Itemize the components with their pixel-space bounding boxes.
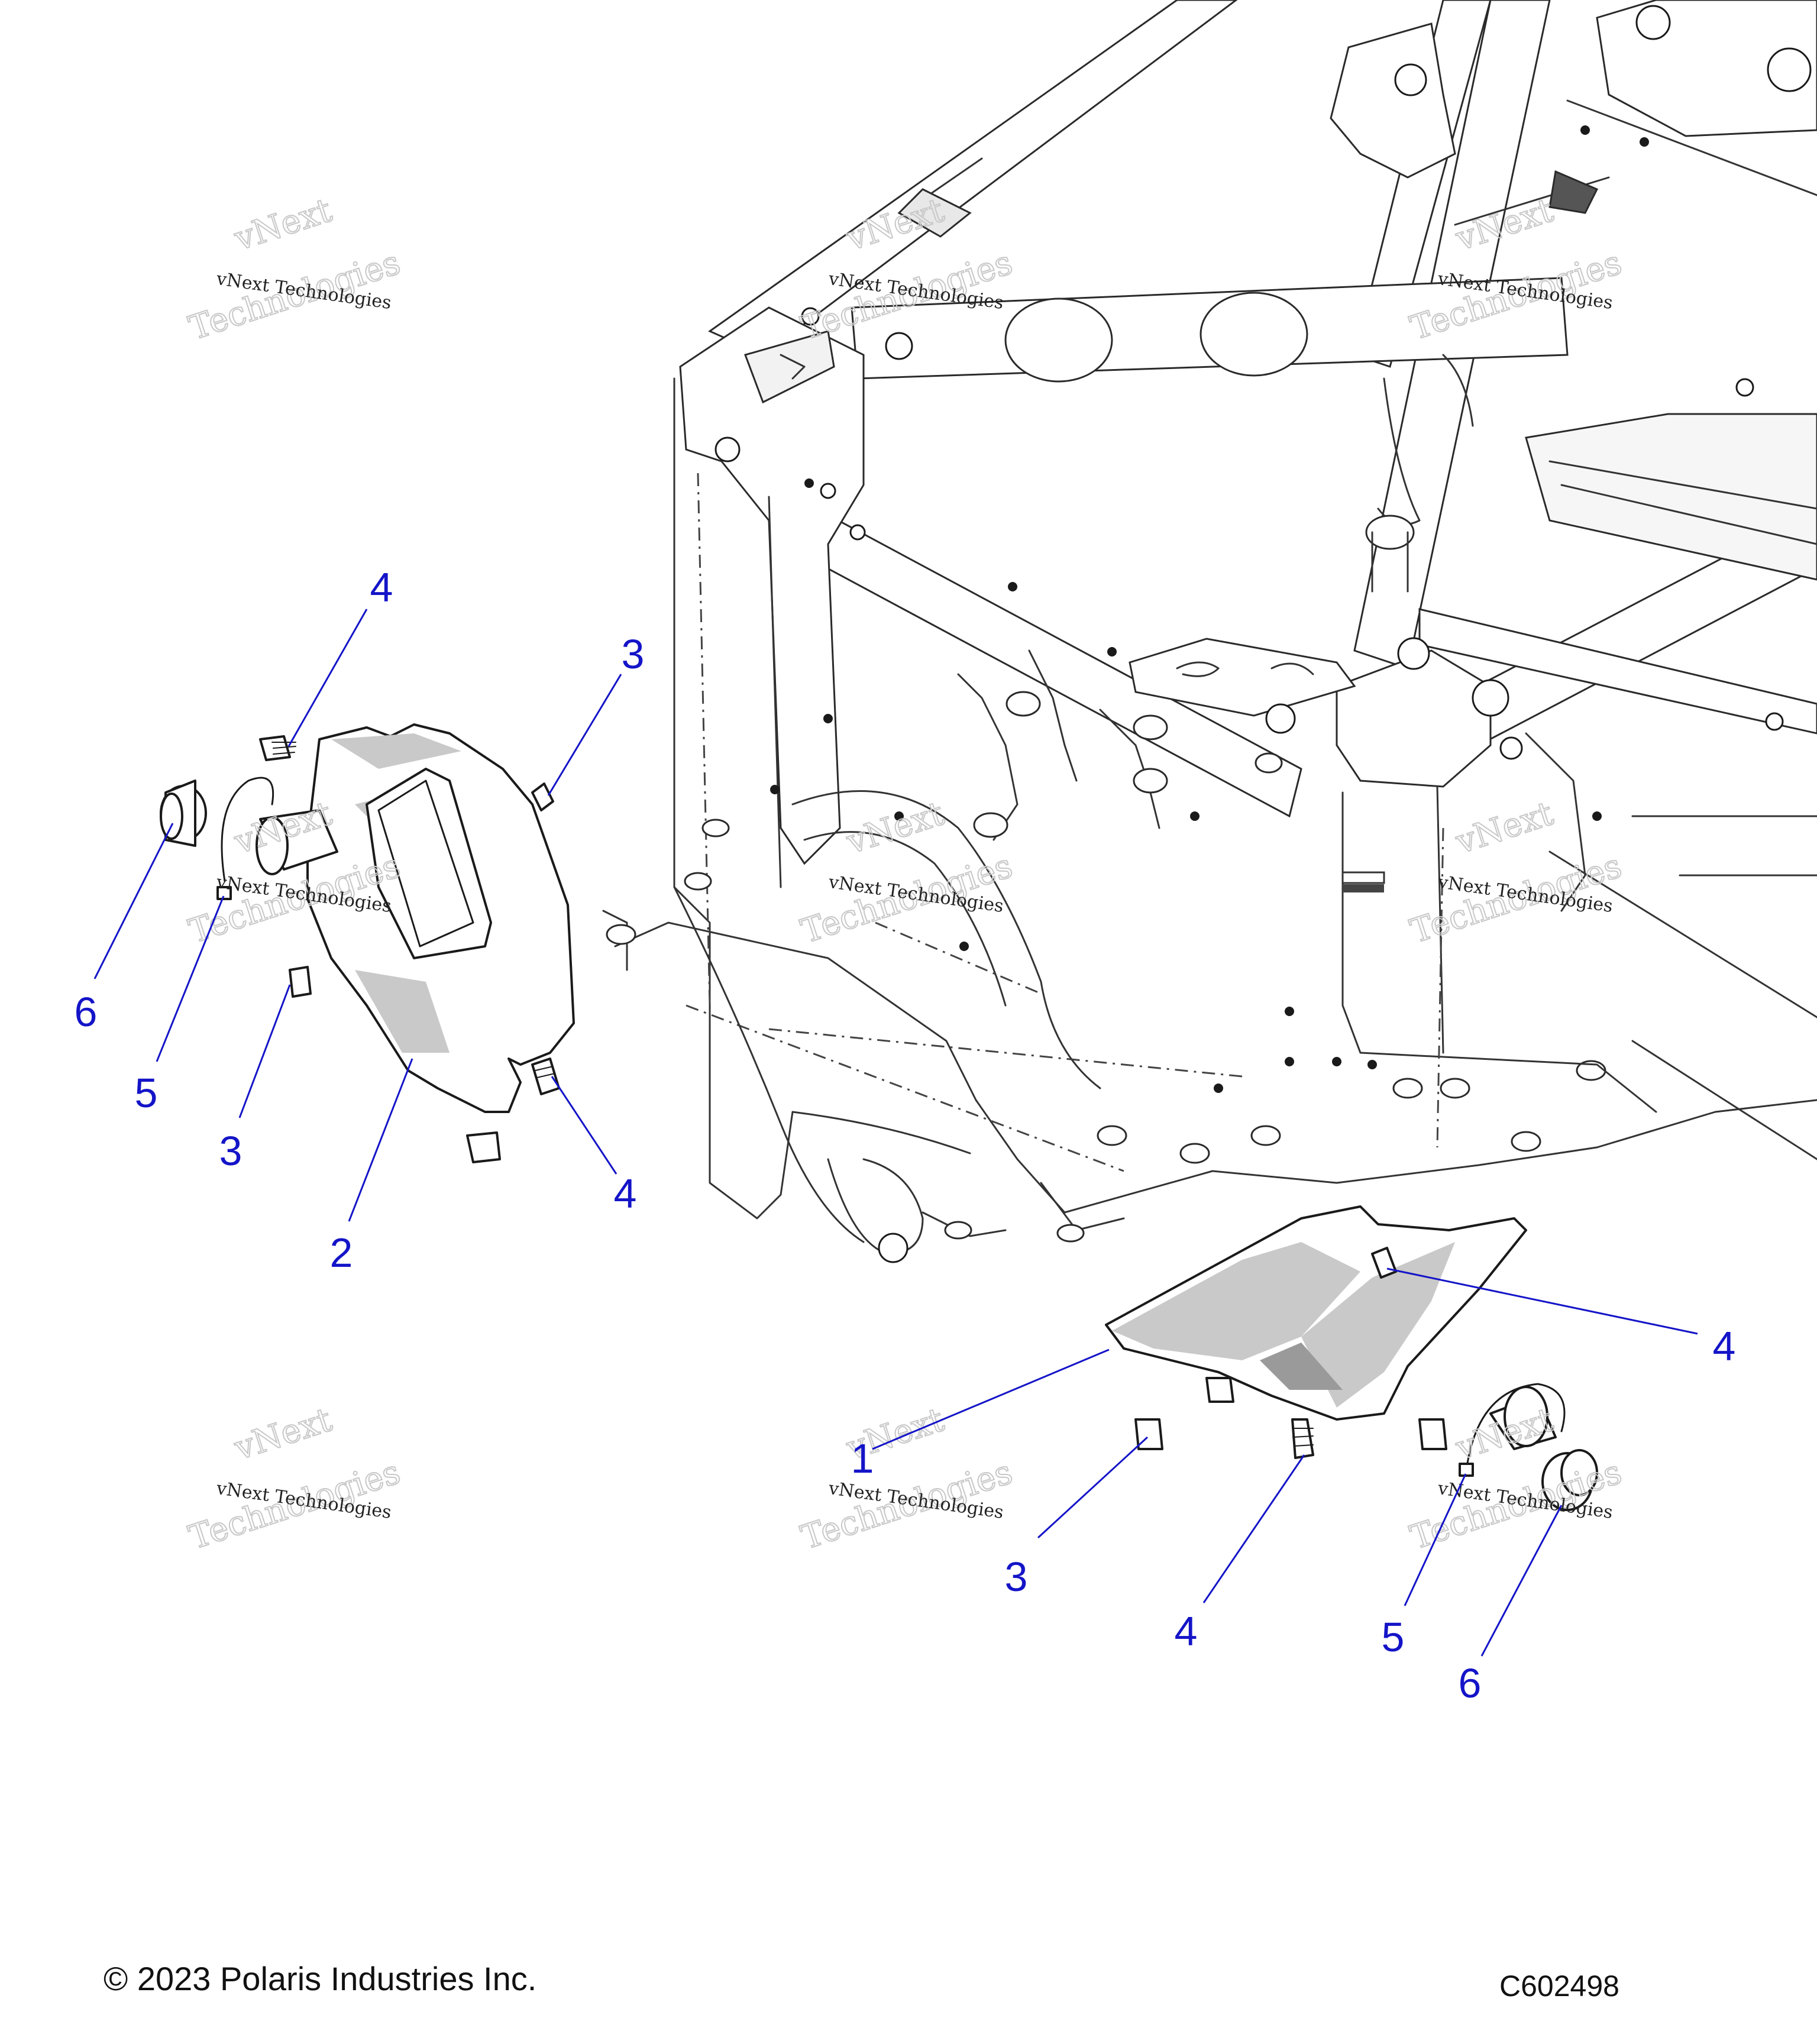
leader-4-left-top bbox=[287, 609, 368, 747]
leader-6-right bbox=[1480, 1505, 1563, 1657]
frame-rivets bbox=[770, 125, 1649, 1093]
callout-6-left: 6 bbox=[75, 989, 98, 1035]
left-fasteners bbox=[259, 735, 560, 1163]
leader-1 bbox=[872, 1348, 1110, 1450]
watermark-7: vNext Technologies vNext Technologies bbox=[184, 1400, 406, 1558]
drawing-code: C602498 bbox=[1499, 1969, 1619, 2003]
watermark-big-top: vNext bbox=[229, 1401, 337, 1468]
leader-4-right-top bbox=[1386, 1267, 1698, 1335]
leader-3-left-low bbox=[238, 984, 291, 1118]
frame-bosses bbox=[606, 691, 1606, 1243]
leader-2 bbox=[348, 1058, 413, 1222]
watermark-big-top: vNext bbox=[842, 794, 949, 862]
vehicle-frame-drawing bbox=[602, 0, 1817, 1263]
left-closeout-panel bbox=[160, 723, 575, 1163]
right-closeout-panel bbox=[1105, 1205, 1598, 1511]
callout-2: 2 bbox=[330, 1230, 353, 1276]
leader-3-left-top bbox=[547, 674, 622, 796]
leader-5-right bbox=[1404, 1473, 1467, 1606]
watermark-1: vNext Technologies vNext Technologies bbox=[184, 190, 406, 348]
callout-4-left-top: 4 bbox=[370, 564, 393, 610]
watermark-big-top: vNext bbox=[229, 191, 337, 258]
watermark-big-top: vNext bbox=[1451, 794, 1558, 862]
callout-4-right-top: 4 bbox=[1713, 1323, 1736, 1369]
callout-5-left: 5 bbox=[135, 1070, 158, 1116]
leader-3-right bbox=[1037, 1436, 1149, 1539]
leader-5-left bbox=[156, 895, 225, 1062]
copyright-text: © 2023 Polaris Industries Inc. bbox=[104, 1960, 536, 1997]
callouts: 6 5 3 2 4 4 3 1 4 3 4 5 6 bbox=[75, 564, 1736, 1706]
leader-4-right-low bbox=[1202, 1454, 1305, 1603]
watermark-8: vNext Technologies vNext Technologies bbox=[796, 1400, 1018, 1558]
callout-5-right: 5 bbox=[1382, 1614, 1405, 1660]
callout-3-right: 3 bbox=[1005, 1554, 1028, 1600]
callout-3-left-low: 3 bbox=[219, 1128, 243, 1174]
leader-4-left-low bbox=[551, 1076, 617, 1175]
right-fasteners bbox=[1134, 1247, 1447, 1459]
callout-1: 1 bbox=[851, 1435, 874, 1482]
callout-4-left-low: 4 bbox=[614, 1170, 637, 1217]
callout-3-left-top: 3 bbox=[622, 631, 645, 677]
callout-4-right-low: 4 bbox=[1175, 1608, 1198, 1654]
callout-6-right: 6 bbox=[1459, 1660, 1482, 1706]
leader-6-left bbox=[93, 823, 174, 979]
